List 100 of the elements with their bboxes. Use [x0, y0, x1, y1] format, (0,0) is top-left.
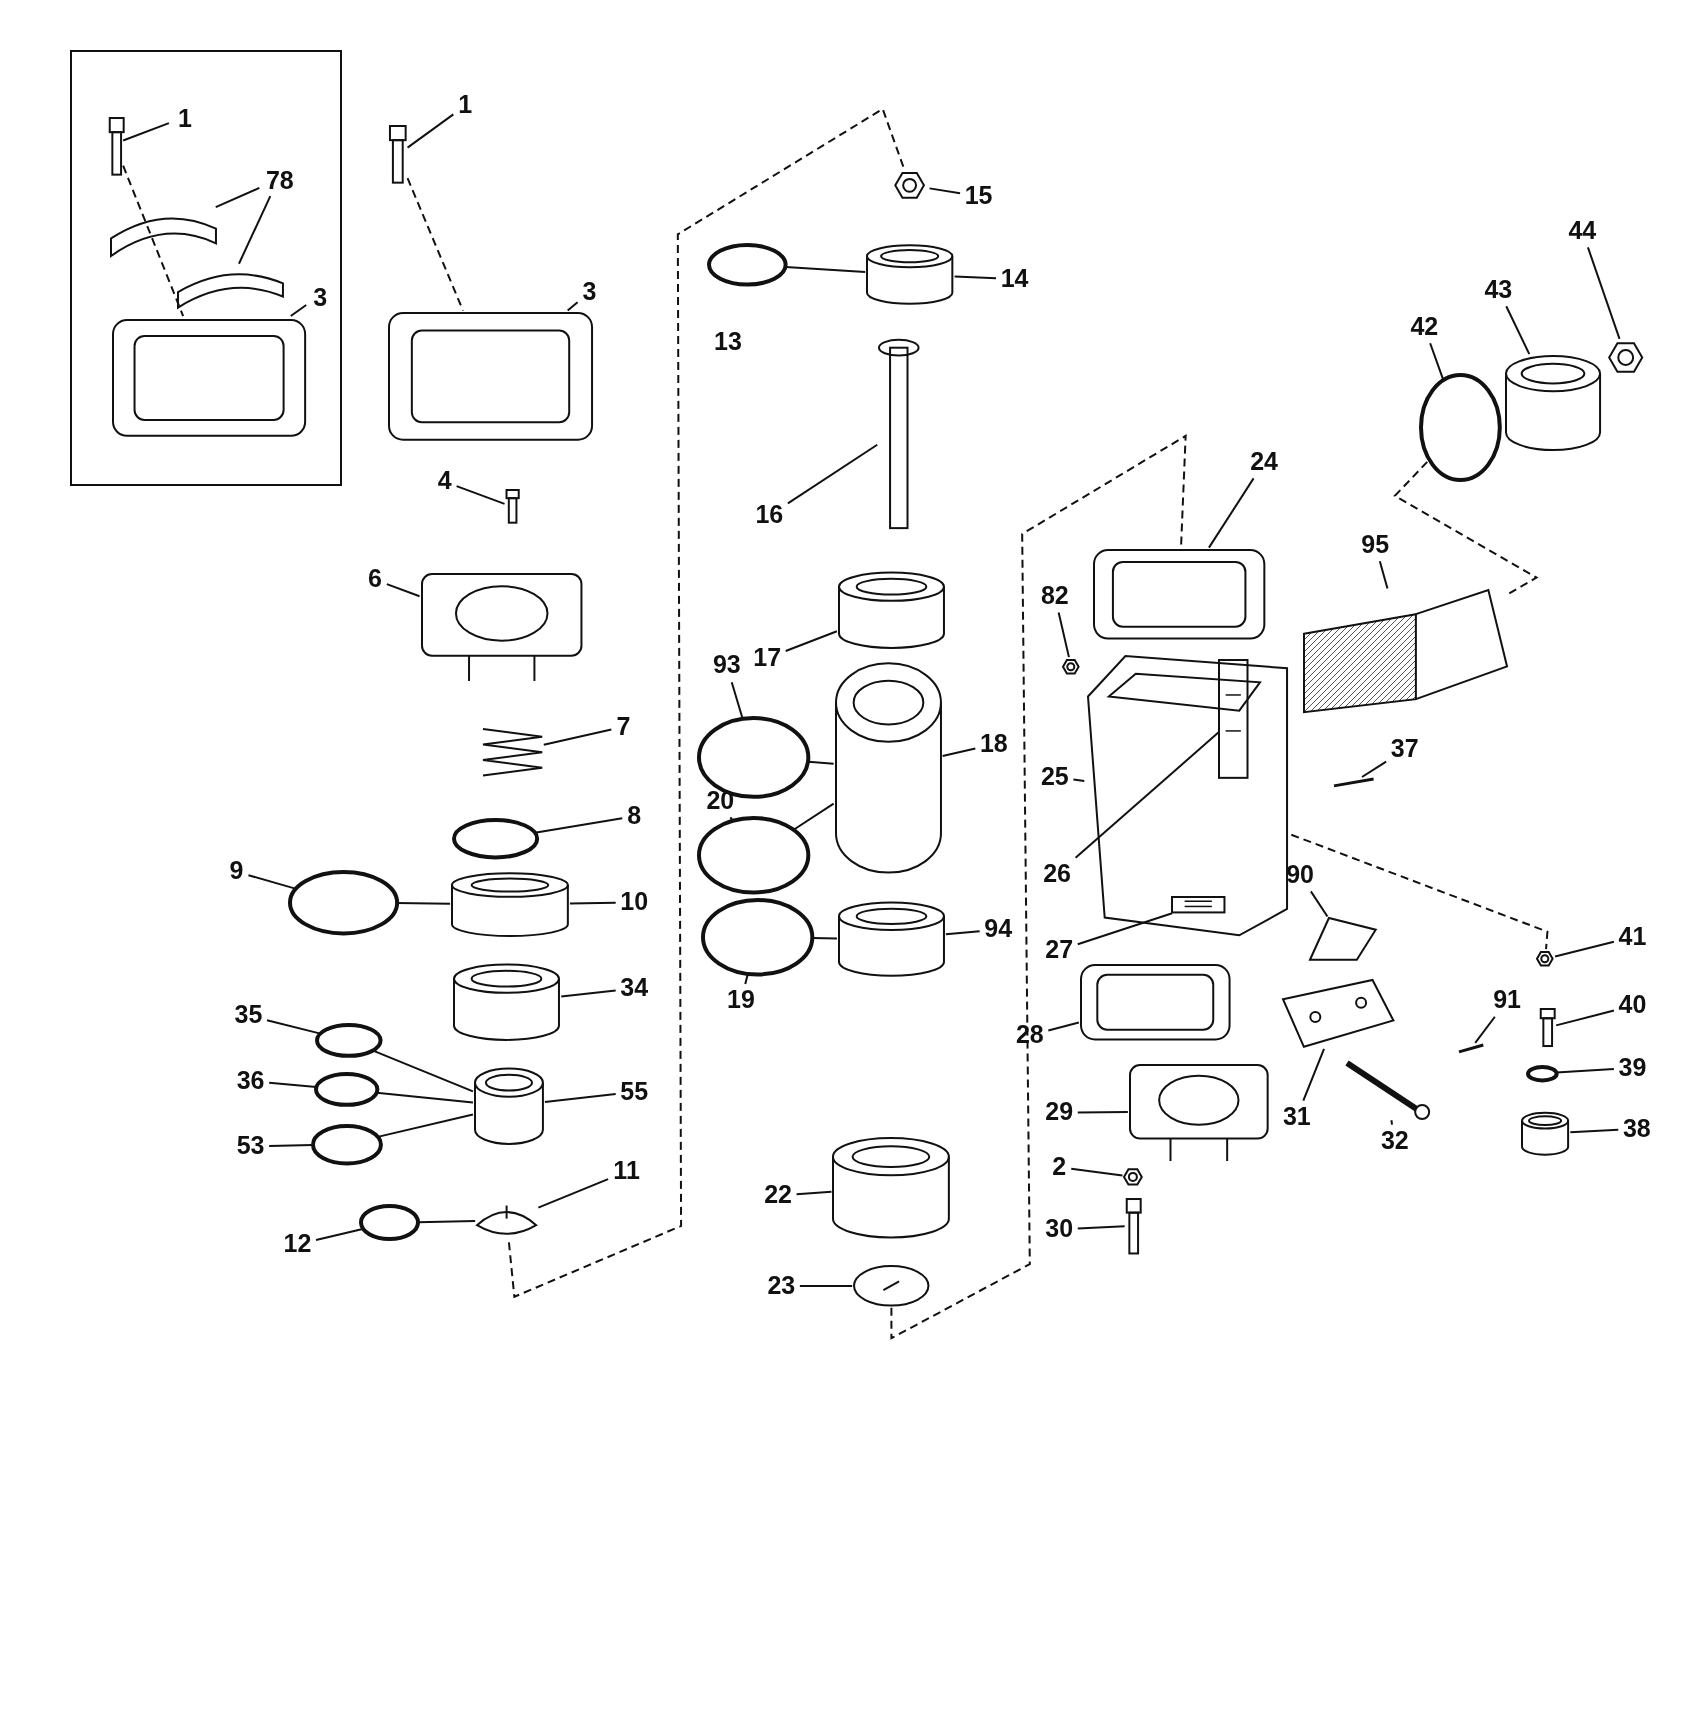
callout-number: 26 — [1038, 857, 1076, 891]
callout-number: 44 — [1563, 214, 1601, 248]
leader-line — [266, 1019, 322, 1035]
leader-line — [560, 989, 617, 998]
callout-number: 22 — [759, 1179, 797, 1212]
leader-line — [376, 1113, 474, 1138]
callout-number: 41 — [1613, 920, 1651, 954]
gasket-drawing — [110, 318, 308, 438]
leader-line — [1429, 342, 1445, 381]
callout-number: 43 — [1479, 273, 1517, 307]
o-ring — [314, 1023, 383, 1059]
alignment-line — [122, 164, 185, 318]
alignment-line — [406, 177, 464, 312]
leader-line — [247, 874, 297, 890]
callout-number: 30 — [1040, 1212, 1078, 1246]
cylinder-part-drawing — [452, 963, 562, 1042]
callout-number: 3 — [308, 282, 333, 315]
screw-drawing — [1342, 1059, 1430, 1121]
cylinder-part-drawing — [1520, 1111, 1571, 1156]
leader-line — [1076, 1111, 1129, 1114]
callout-number: 27 — [1040, 933, 1078, 967]
leader-line — [214, 186, 261, 209]
plate-drawing — [1218, 659, 1249, 780]
bracket-drawing — [1281, 978, 1396, 1049]
callout-number: 9 — [224, 855, 249, 889]
leader-line — [372, 1049, 474, 1093]
o-ring — [700, 897, 815, 977]
callout-number: 10 — [615, 885, 653, 919]
alignment-line — [1393, 458, 1539, 595]
nut-drawing — [1122, 1166, 1145, 1188]
leader-line — [406, 113, 455, 149]
leader-line — [928, 187, 962, 195]
cap-drawing — [1127, 1062, 1270, 1161]
gasket-drawing — [386, 310, 594, 442]
o-ring — [1418, 372, 1502, 482]
leader-line — [784, 630, 838, 653]
cylinder-part-drawing — [1503, 354, 1602, 453]
callout-number: 12 — [278, 1228, 316, 1261]
leader-line — [1309, 890, 1329, 918]
leader-line — [455, 485, 506, 505]
o-ring — [358, 1204, 420, 1242]
nut-drawing — [1061, 657, 1081, 677]
leader-line — [1207, 477, 1255, 549]
leader-line — [1070, 1167, 1124, 1177]
o-ring — [707, 243, 788, 287]
callout-number: 53 — [232, 1130, 270, 1163]
cylinder-part-drawing — [831, 1136, 952, 1240]
callout-number: 31 — [1278, 1100, 1316, 1134]
callout-number: 1 — [170, 103, 200, 136]
callout-number: 94 — [979, 913, 1017, 946]
leader-line — [811, 937, 838, 940]
callout-number: 28 — [1011, 1018, 1049, 1052]
callout-number: 18 — [975, 727, 1013, 761]
cylinder-part-drawing — [865, 244, 955, 306]
leader-line — [1302, 1047, 1326, 1102]
leader-line — [944, 930, 981, 936]
callout-number: 2 — [1047, 1150, 1072, 1184]
leader-line — [807, 760, 835, 765]
alignment-line — [1290, 833, 1549, 951]
wedge-drawing — [1307, 916, 1378, 963]
leader-line — [543, 1093, 617, 1103]
gasket-drawing — [1078, 963, 1232, 1042]
alignment-line — [507, 107, 906, 1299]
leader-line — [568, 901, 617, 905]
callout-number: 40 — [1613, 989, 1651, 1023]
bolt-drawing — [107, 117, 126, 175]
callout-number: 7 — [611, 710, 636, 744]
leader-line — [289, 304, 308, 318]
leader-line — [1057, 611, 1070, 659]
callout-number: 91 — [1488, 984, 1526, 1017]
o-ring — [313, 1072, 380, 1108]
bolt-drawing — [504, 490, 520, 524]
leader-line — [1361, 760, 1388, 778]
leader-line — [1554, 940, 1615, 958]
callout-number: 42 — [1405, 310, 1443, 344]
leader-line — [237, 195, 272, 265]
disc-drawing — [852, 1264, 931, 1308]
callout-number: 4 — [432, 465, 457, 498]
leader-line — [1076, 912, 1174, 946]
callout-number: 29 — [1040, 1096, 1078, 1129]
cylinder-part-drawing — [836, 571, 946, 650]
plate-drawing — [1171, 895, 1226, 914]
leader-line — [268, 1144, 314, 1147]
o-ring — [287, 869, 399, 935]
leader-line — [730, 681, 744, 720]
leader-line — [385, 583, 421, 598]
leader-line — [792, 802, 835, 831]
alignment-line — [890, 434, 1187, 1340]
leader-line — [542, 728, 613, 746]
cylinder-part-drawing — [450, 871, 570, 938]
leader-line — [122, 122, 170, 142]
bolt-drawing — [1124, 1198, 1143, 1254]
inset-frame — [69, 50, 343, 486]
leader-line — [798, 1284, 854, 1287]
leader-line — [1390, 1119, 1394, 1126]
callout-number: 14 — [996, 262, 1034, 296]
callout-number: 36 — [232, 1064, 270, 1098]
callout-number: 24 — [1245, 445, 1283, 479]
callout-number: 38 — [1618, 1112, 1656, 1146]
callout-number: 95 — [1356, 528, 1394, 562]
